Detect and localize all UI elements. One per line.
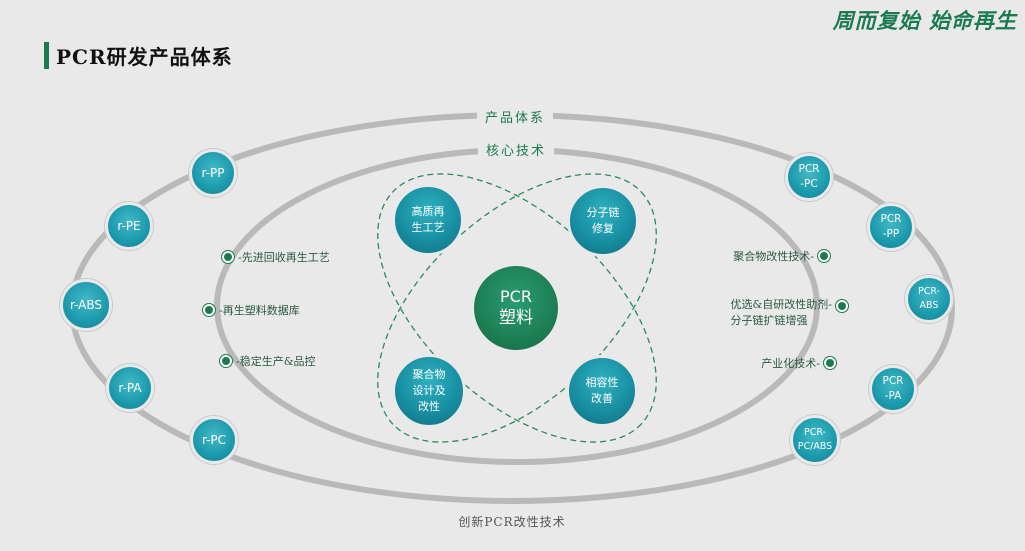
core-label-line: 聚合物: [412, 368, 446, 382]
core-label-line: 设计及: [412, 384, 446, 398]
product-node-pcr-abs[interactable]: PCR- ABS: [905, 275, 953, 323]
product-label-line: -PC: [800, 178, 818, 190]
title-accent-bar: [44, 42, 49, 69]
tech-label: 产业化技术-: [761, 357, 820, 370]
product-node-pcr-pc[interactable]: PCR -PC: [785, 153, 833, 201]
tech-label: 聚合物改性技术-: [733, 250, 814, 263]
product-label-line: -PP: [882, 228, 900, 240]
bullet-dot: [836, 299, 848, 312]
core-label-line: 相容性: [585, 376, 619, 390]
product-node-r-pp[interactable]: r-PP: [189, 149, 237, 197]
product-label-line: PCR-: [803, 427, 826, 439]
product-node-pcr-pa[interactable]: PCR -PA: [869, 365, 917, 413]
product-node-pcr-pp[interactable]: PCR -PP: [867, 203, 915, 251]
product-label-line: PCR: [798, 162, 820, 175]
tech-label-line: 分子链扩链增强: [730, 313, 808, 327]
product-label-line: PC/ABS: [797, 441, 833, 452]
product-label: r-PC: [201, 432, 227, 447]
product-node-r-pc[interactable]: r-PC: [190, 416, 238, 464]
product-label-line: PCR-: [917, 286, 940, 298]
tech-item-plastic-database: -再生塑料数据库: [203, 302, 300, 318]
tech-item-polymer-modification: 聚合物改性技术-: [733, 248, 830, 264]
product-node-r-abs[interactable]: r-ABS: [60, 279, 112, 331]
product-label-line: PCR: [882, 374, 904, 387]
center-label-line2: 塑料: [499, 308, 533, 329]
product-node-r-pa[interactable]: r-PA: [106, 364, 154, 412]
tech-label-line: 优选&自研改性助剂-: [730, 298, 832, 311]
tech-item-recycling-process: -先进回收再生工艺: [222, 249, 330, 265]
product-label: r-PP: [201, 165, 225, 180]
tech-item-additives: 优选&自研改性助剂- 分子链扩链增强: [730, 297, 848, 329]
brand-slogan: 周而复始 始命再生: [832, 9, 1017, 33]
core-label-line: 高质再: [411, 205, 445, 219]
bullet-dot: [203, 304, 215, 316]
bullet-dot: [222, 251, 234, 263]
tech-item-industrialization: 产业化技术-: [761, 355, 836, 371]
tech-label: -再生塑料数据库: [219, 304, 300, 317]
bullet-dot: [824, 357, 836, 369]
product-node-pcr-pc-abs[interactable]: PCR- PC/ABS: [790, 415, 840, 465]
product-label: r-ABS: [69, 297, 103, 312]
inner-ring-label: 核心技术: [477, 140, 555, 159]
core-node-chain-repair[interactable]: 分子链修复: [567, 185, 639, 257]
core-label-line: 分子链: [586, 206, 620, 220]
core-label-line: 改性: [418, 399, 440, 413]
tech-label: -稳定生产&品控: [236, 355, 316, 368]
product-label-line: ABS: [919, 300, 939, 311]
core-node-polymer-design[interactable]: 聚合物设计及改性: [392, 354, 466, 428]
outer-ring-label: 产品体系: [476, 107, 554, 126]
bullet-dot: [220, 355, 232, 367]
bottom-ring-label: 创新PCR改性技术: [458, 515, 566, 529]
product-label: r-PA: [118, 380, 142, 395]
product-node-r-pe[interactable]: r-PE: [105, 202, 153, 250]
product-label-line: PCR: [880, 212, 902, 225]
center-node-pcr-plastic[interactable]: PCR 塑料: [471, 263, 561, 353]
page-title: PCR研发产品体系: [56, 45, 233, 69]
core-label-line: 修复: [592, 222, 614, 235]
bullet-dot: [818, 250, 830, 262]
core-node-compatibility[interactable]: 相容性改善: [566, 355, 638, 427]
core-node-process[interactable]: 高质再生工艺: [392, 184, 464, 256]
core-label-line: 改善: [591, 392, 613, 405]
center-label-line1: PCR: [500, 286, 532, 306]
tech-label: -先进回收再生工艺: [238, 251, 330, 264]
tech-item-quality-control: -稳定生产&品控: [220, 353, 316, 369]
core-label-line: 生工艺: [411, 221, 445, 234]
product-label-line: -PA: [884, 390, 902, 402]
product-label: r-PE: [117, 218, 141, 233]
